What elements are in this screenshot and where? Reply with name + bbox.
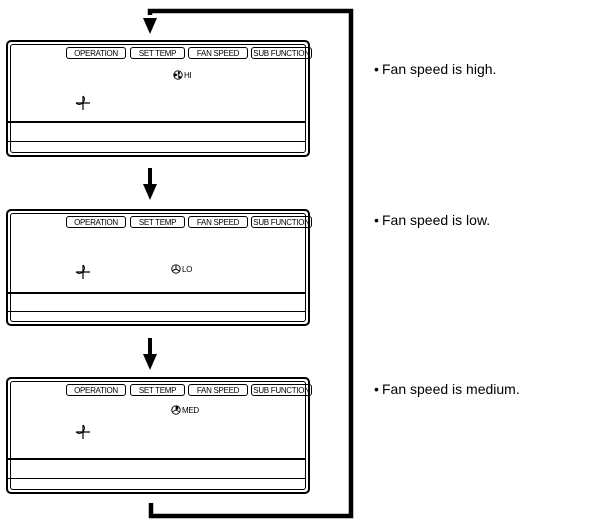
loop-arrowhead-top: [143, 18, 157, 34]
operation-button[interactable]: OPERATION: [66, 384, 126, 396]
fan-icon: [171, 405, 181, 415]
remote-display-panel-3: OPERATION SET TEMP FAN SPEED SUB FUNCTIO…: [6, 377, 312, 494]
panel-frame: [6, 40, 310, 157]
panel-frame: [6, 209, 310, 326]
display-divider: [8, 311, 306, 312]
fan-speed-button[interactable]: FAN SPEED: [188, 216, 248, 228]
bullet: •: [374, 61, 379, 77]
louver-icon: [75, 264, 90, 279]
remote-display-panel-2: OPERATION SET TEMP FAN SPEED SUB FUNCTIO…: [6, 209, 312, 326]
louver-icon: [75, 424, 90, 439]
bullet: •: [374, 212, 379, 228]
remote-display-panel-1: OPERATION SET TEMP FAN SPEED SUB FUNCTIO…: [6, 40, 312, 157]
note-text: Fan speed is low.: [382, 212, 491, 228]
fan-speed-indicator: HI: [173, 69, 192, 81]
note-fan-high: •Fan speed is high.: [374, 61, 496, 77]
set-temp-button[interactable]: SET TEMP: [130, 216, 185, 228]
display-divider: [8, 478, 306, 479]
set-temp-button[interactable]: SET TEMP: [130, 384, 185, 396]
note-text: Fan speed is high.: [382, 61, 497, 77]
fan-icon: [171, 264, 181, 274]
note-fan-medium: •Fan speed is medium.: [374, 381, 520, 397]
fan-speed-button[interactable]: FAN SPEED: [188, 384, 248, 396]
fan-speed-indicator: MED: [171, 404, 199, 416]
arrow-1-to-2-head: [143, 184, 157, 200]
sub-function-button[interactable]: SUB FUNCTION: [251, 47, 312, 59]
set-temp-button[interactable]: SET TEMP: [130, 47, 185, 59]
fan-speed-indicator: LO: [171, 263, 192, 275]
fan-icon: [173, 70, 183, 80]
panel-frame: [6, 377, 310, 494]
display-divider: [8, 121, 306, 123]
return-loop-line: [147, 8, 354, 519]
louver-icon: [75, 95, 90, 110]
note-fan-low: •Fan speed is low.: [374, 212, 490, 228]
display-divider: [8, 292, 306, 294]
display-divider: [8, 458, 306, 460]
note-text: Fan speed is medium.: [382, 381, 520, 397]
fan-speed-label: MED: [182, 405, 199, 415]
display-divider: [8, 141, 306, 142]
fan-speed-label: HI: [184, 70, 192, 80]
fan-speed-button[interactable]: FAN SPEED: [188, 47, 248, 59]
arrow-2-to-3-head: [143, 354, 157, 370]
fan-speed-label: LO: [182, 264, 193, 274]
operation-button[interactable]: OPERATION: [66, 47, 126, 59]
bullet: •: [374, 381, 379, 397]
sub-function-button[interactable]: SUB FUNCTION: [251, 384, 312, 396]
operation-button[interactable]: OPERATION: [66, 216, 126, 228]
sub-function-button[interactable]: SUB FUNCTION: [251, 216, 312, 228]
